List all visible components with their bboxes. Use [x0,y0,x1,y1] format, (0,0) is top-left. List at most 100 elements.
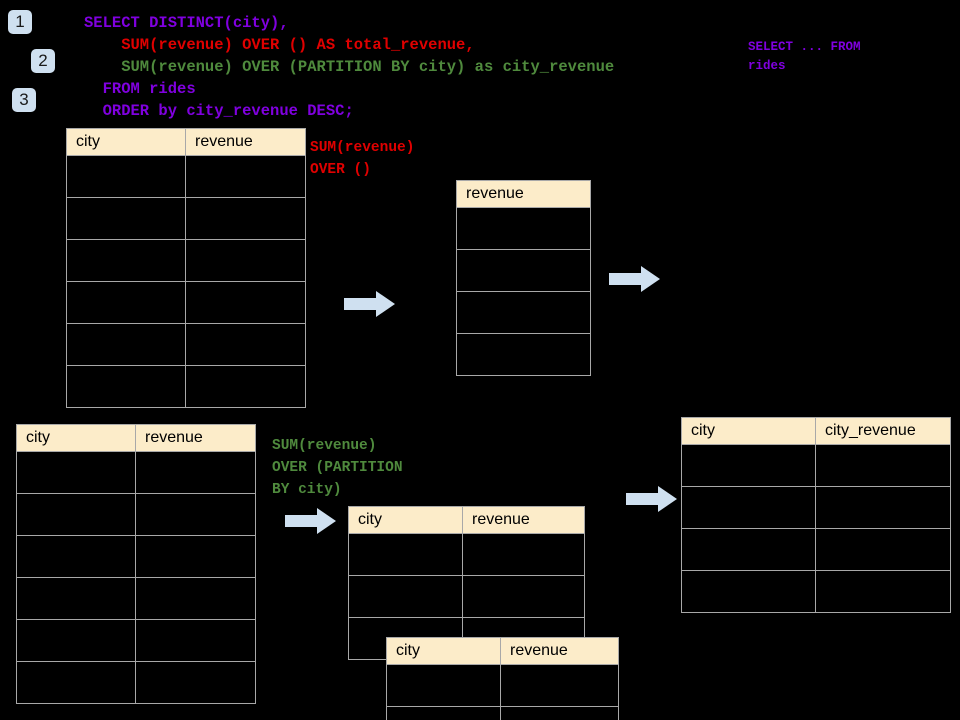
query-line-from: FROM rides [84,80,196,98]
table-row [456,333,591,376]
table-row [681,486,951,529]
cell-city [16,451,136,494]
table-row [456,291,591,334]
table-row [348,533,585,576]
column-header-city: city [681,417,816,445]
cell-revenue [185,365,306,408]
query-line-city-revenue: SUM(revenue) OVER (PARTITION BY city) as… [84,58,615,76]
cell-city [16,619,136,662]
arrow-total-to-result [609,264,661,299]
table-row [16,451,256,494]
cell-revenue [462,533,585,576]
cell-city [66,323,186,366]
cell-revenue [185,197,306,240]
table-row [456,207,591,250]
cell-revenue [185,155,306,198]
cell-revenue [185,323,306,366]
column-header-city: city [386,637,501,665]
table-header-row: revenue [456,180,591,208]
table-header-row: city revenue [66,128,306,156]
step-badge-1: 1 [8,10,32,34]
cell-revenue [456,207,591,250]
annotation-total-revenue: SUM(revenue) OVER () [310,140,415,178]
table-row [16,535,256,578]
table-header-row: city revenue [16,424,256,452]
table-row [681,444,951,487]
column-header-city: city [66,128,186,156]
query-line-order-by: ORDER by city_revenue DESC; [84,102,354,120]
cell-revenue [185,239,306,282]
table-row [386,664,619,707]
cell-city [348,575,463,618]
cell-city [681,486,816,529]
cell-revenue [135,661,256,704]
cell-city [386,706,501,720]
query-line-select: SELECT DISTINCT(city), [84,14,289,32]
cell-city [66,365,186,408]
step-badge-2: 2 [31,49,55,73]
table-row [16,577,256,620]
arrow-right-icon [609,266,660,292]
cell-revenue [462,575,585,618]
cell-revenue [500,664,619,707]
table-partition-front: city revenue [386,637,619,720]
table-row [66,239,306,282]
cell-revenue [135,451,256,494]
arrow-right-icon [285,508,336,534]
table-row [66,365,306,408]
cell-city [16,577,136,620]
cell-city [681,528,816,571]
cell-city [16,535,136,578]
column-header-revenue: revenue [185,128,306,156]
table-source-bottom: city revenue [16,424,256,704]
cell-city [66,239,186,282]
cell-revenue [456,249,591,292]
table-row [66,323,306,366]
query-line-total-revenue: SUM(revenue) OVER () AS total_revenue, [84,36,475,54]
table-row [16,493,256,536]
cell-city-revenue [815,486,951,529]
cell-city [348,533,463,576]
column-header-revenue: revenue [462,506,585,534]
annotation-city-revenue: SUM(revenue) OVER (PARTITION BY city) [272,438,403,498]
table-total-revenue: revenue [456,180,591,376]
side-note-select-from-rides: SELECT ... FROM rides [748,40,861,73]
column-header-revenue: revenue [135,424,256,452]
table-header-row: city revenue [348,506,585,534]
cell-revenue [135,577,256,620]
arrow-source-to-total [344,289,396,324]
step-badge-3: 3 [12,88,36,112]
table-row [456,249,591,292]
cell-revenue [135,493,256,536]
table-row [386,706,619,720]
arrow-partition-to-result [626,484,678,519]
cell-city [386,664,501,707]
cell-revenue [135,619,256,662]
cell-city [66,155,186,198]
table-row [66,281,306,324]
column-header-city: city [348,506,463,534]
table-header-row: city city_revenue [681,417,951,445]
cell-revenue [500,706,619,720]
cell-revenue [185,281,306,324]
cell-city [681,444,816,487]
cell-city-revenue [815,444,951,487]
cell-revenue [456,291,591,334]
table-row [681,528,951,571]
column-header-revenue: revenue [456,180,591,208]
cell-city-revenue [815,528,951,571]
table-row [66,197,306,240]
arrow-right-icon [344,291,395,317]
column-header-revenue: revenue [500,637,619,665]
table-row [681,570,951,613]
arrow-source-to-partition [285,506,337,541]
table-header-row: city revenue [386,637,619,665]
table-row [66,155,306,198]
column-header-city: city [16,424,136,452]
table-row [16,619,256,662]
cell-city [16,493,136,536]
arrow-right-icon [626,486,677,512]
table-row [16,661,256,704]
table-result: city city_revenue [681,417,951,613]
table-row [348,575,585,618]
